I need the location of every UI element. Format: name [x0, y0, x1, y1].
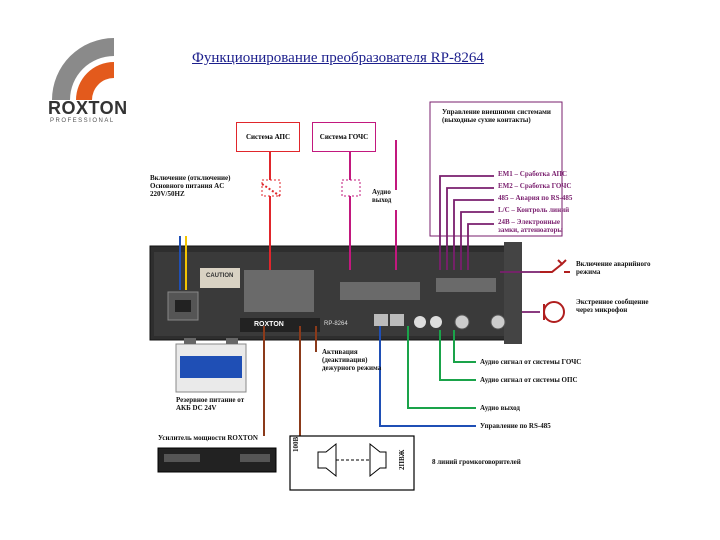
speakers-box — [289, 435, 415, 491]
rs485-label: Управление по RS-485 — [480, 422, 551, 430]
outputs-list: EM1 – Сработка АПС EM2 – Сработка ГОЧС 4… — [498, 170, 608, 234]
device-model: RP-8264 — [324, 321, 348, 327]
gochs-system-box: Система ГОЧС — [312, 122, 376, 152]
emergency-on-label: Включение аварийного режима — [576, 260, 651, 276]
power-label: Включение (отключение) Основного питания… — [150, 174, 231, 198]
emergency-msg-label: Экстренное сообщение через микрофон — [576, 298, 649, 314]
device-brand: ROXTON — [254, 321, 284, 328]
amplifier-label: Усилитель мощности ROXTON — [158, 434, 258, 442]
external-systems-title: Управление внешними системами (выходные … — [442, 108, 551, 124]
battery-icon — [175, 338, 247, 393]
rp8264-device — [149, 242, 522, 344]
output-24v: 24В – Электронные — [498, 218, 560, 226]
audio-out-label: Аудио выход — [480, 404, 520, 412]
microphone-icon — [543, 301, 566, 323]
gochs-audio-label: Аудио сигнал от системы ГОЧС — [480, 358, 582, 366]
switch-icon — [540, 259, 570, 273]
logo-brand: ROXTON — [48, 98, 128, 118]
output-24v-cont: замки, аттенюаторы — [498, 226, 563, 234]
aps-system-box: Система АПС — [236, 122, 300, 152]
line-100v-label: 100В — [292, 436, 300, 452]
audio-out-top-label: Аудио выход — [372, 188, 392, 204]
output-em2: EM2 – Сработка ГОЧС — [498, 182, 572, 190]
device-caution: CAUTION — [206, 273, 234, 279]
line-wire-label: 2ПВЖ — [398, 449, 406, 470]
ops-audio-label: Аудио сигнал от системы ОПС — [480, 376, 578, 384]
backup-power-label: Резервное питание от АКБ DC 24V — [176, 396, 245, 412]
output-lc: L/C – Контроль линий — [498, 206, 570, 214]
logo-subtitle: PROFESSIONAL — [50, 118, 115, 124]
logo-mark-icon — [52, 38, 114, 100]
roxton-logo — [42, 34, 132, 124]
output-em1: EM1 – Сработка АПС — [498, 170, 568, 178]
speakers-label: 8 линий громкоговорителей — [432, 458, 521, 466]
amplifier-device — [157, 447, 277, 473]
page-title: Функционирование преобразователя RP-8264 — [192, 50, 484, 66]
activation-label: Активация (деактивация) дежурного режима — [322, 348, 382, 372]
output-485: 485 – Авария по RS-485 — [498, 194, 573, 202]
